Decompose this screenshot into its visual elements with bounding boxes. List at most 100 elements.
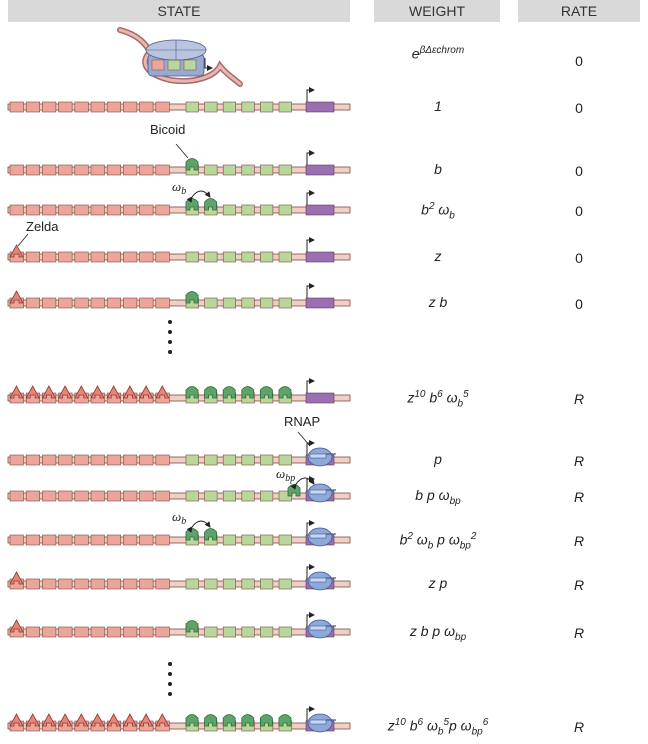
- weight-zelda-rnap: z p: [428, 575, 448, 591]
- dna-bicoid-1: [7, 150, 351, 176]
- zelda-label: Zelda: [26, 219, 59, 234]
- zelda-protein: [9, 385, 24, 399]
- interaction-label: ωb: [172, 179, 186, 197]
- weight-empty: 1: [434, 98, 442, 114]
- weight-chromatin: eβΔεchrom: [411, 45, 465, 62]
- rnap-protein: [307, 619, 336, 639]
- weight-zelda-1-bicoid-1: z b: [428, 294, 448, 310]
- zelda-protein: [90, 385, 105, 399]
- zelda-protein: [9, 290, 24, 304]
- rate-zelda-bicoid-rnap: R: [573, 625, 585, 641]
- zelda-protein: [122, 713, 138, 727]
- rnap-label: RNAP: [284, 414, 321, 429]
- zelda-protein: [74, 713, 89, 727]
- bicoid-protein: [278, 714, 292, 727]
- rnap-protein: [307, 447, 336, 467]
- weight-bicoid-rnap: b p ωbp: [415, 487, 461, 507]
- bicoid-protein: [241, 714, 255, 727]
- dna-empty: [7, 87, 351, 113]
- state-header: STATE: [8, 0, 350, 22]
- weight-all-bound: z10 b6 ωb5: [407, 389, 469, 410]
- rate-zelda-rnap: R: [573, 577, 585, 593]
- dna-zelda-rnap: [7, 564, 351, 590]
- weight-bicoid-2-rnap: b2 ωb p ωbp2: [399, 531, 477, 552]
- rate-chromatin: 0: [575, 53, 583, 69]
- rnap-protein: [307, 571, 336, 591]
- bicoid-pointer: [175, 143, 189, 159]
- dna-rnap: [7, 440, 351, 466]
- bicoid-protein: [185, 158, 199, 171]
- zelda-protein: [9, 713, 24, 727]
- bicoid-protein: [260, 714, 273, 727]
- weight-all-bound-rnap: z10 b6 ωb5p ωbp6: [387, 717, 489, 738]
- zelda-protein: [138, 713, 154, 727]
- dna-zelda-1: [7, 237, 351, 263]
- dna-all-bound: [7, 378, 351, 404]
- cooperativity-arrow: [186, 520, 211, 533]
- rate-bicoid-2-rnap: R: [573, 533, 585, 549]
- weight-header: WEIGHT: [374, 0, 500, 22]
- zelda-protein: [25, 713, 40, 727]
- zelda-protein: [155, 713, 170, 727]
- bicoid-protein: [185, 714, 199, 727]
- zelda-protein: [122, 385, 138, 399]
- weight-bicoid-2-coop: b2 ωb: [421, 201, 455, 222]
- dna-zelda-1-bicoid-1: [7, 283, 351, 309]
- weight-zelda-bicoid-rnap: z b p ωbp: [409, 623, 467, 643]
- bicoid-protein: [278, 386, 292, 399]
- bicoid-protein: [185, 620, 199, 633]
- rate-all-bound: R: [573, 391, 585, 407]
- bicoid-protein: [222, 386, 236, 399]
- zelda-protein: [57, 385, 73, 399]
- zelda-protein: [90, 713, 105, 727]
- rate-bicoid-2-coop: 0: [575, 203, 583, 219]
- zelda-protein: [9, 244, 24, 258]
- ellipsis-dots: [168, 320, 172, 354]
- zelda-protein: [41, 713, 57, 727]
- zelda-protein: [41, 385, 57, 399]
- zelda-protein: [25, 385, 40, 399]
- zelda-protein: [106, 713, 121, 727]
- bicoid-label: Bicoid: [150, 122, 186, 137]
- cooperativity-arrow: [290, 477, 315, 490]
- cooperativity-arrow: [186, 190, 211, 203]
- rate-zelda-1-bicoid-1: 0: [575, 296, 583, 312]
- bicoid-protein: [222, 714, 236, 727]
- rnap-protein: [307, 713, 336, 733]
- rnap-protein: [307, 527, 336, 547]
- zelda-pointer: [17, 233, 29, 247]
- zelda-protein: [138, 385, 154, 399]
- weight-bicoid-1: b: [434, 161, 442, 177]
- zelda-protein: [9, 571, 24, 585]
- bicoid-protein: [204, 714, 217, 727]
- nucleosome: [117, 27, 243, 87]
- zelda-protein: [74, 385, 89, 399]
- bicoid-protein: [260, 386, 273, 399]
- dna-bicoid-2-rnap: [7, 520, 351, 546]
- weight-rnap: p: [434, 451, 442, 467]
- bicoid-protein: [185, 386, 199, 399]
- rate-bicoid-rnap: R: [573, 489, 585, 505]
- weight-zelda-1: z: [434, 248, 442, 264]
- bicoid-protein: [185, 291, 199, 304]
- rate-rnap: R: [573, 453, 585, 469]
- dna-all-bound-rnap: [7, 706, 351, 732]
- rate-bicoid-1: 0: [575, 163, 583, 179]
- zelda-protein: [9, 619, 24, 633]
- bicoid-protein: [241, 386, 255, 399]
- rate-header: RATE: [518, 0, 640, 22]
- dna-bicoid-2-coop: [7, 190, 351, 216]
- zelda-protein: [57, 713, 73, 727]
- zelda-protein: [106, 385, 121, 399]
- rate-empty: 0: [575, 100, 583, 116]
- dna-zelda-bicoid-rnap: [7, 612, 351, 638]
- rate-zelda-1: 0: [575, 250, 583, 266]
- bicoid-protein: [204, 386, 217, 399]
- interaction-label: ωbp: [276, 466, 295, 484]
- zelda-protein: [155, 385, 170, 399]
- interaction-label: ωb: [172, 509, 186, 527]
- rate-all-bound-rnap: R: [573, 719, 585, 735]
- rnap-pointer: [297, 431, 311, 447]
- ellipsis-dots: [168, 662, 172, 696]
